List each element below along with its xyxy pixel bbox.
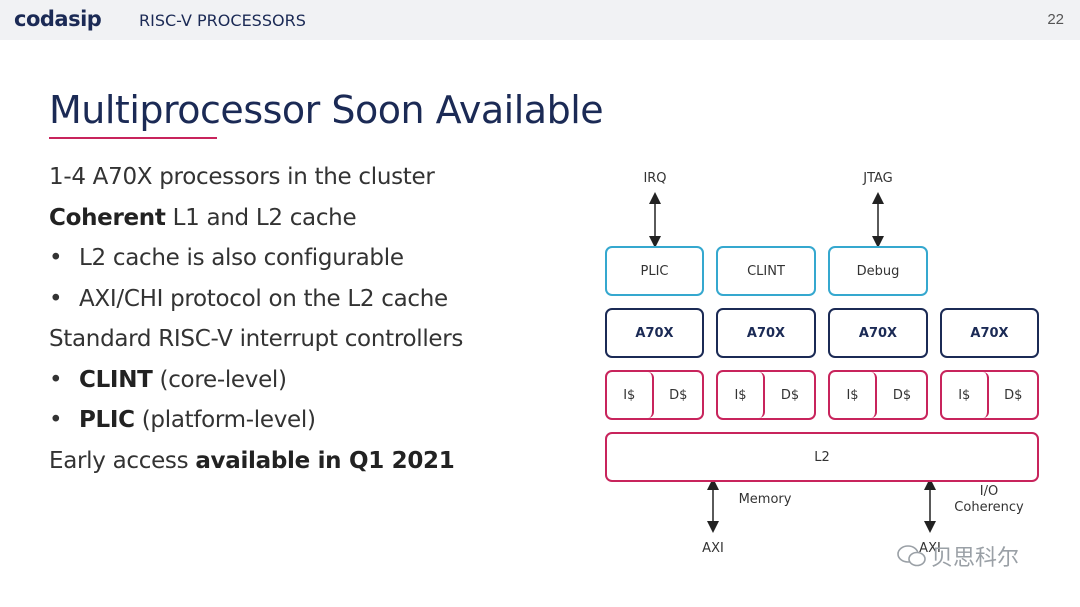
axi-right-label: AXI <box>919 541 941 556</box>
bullet-item: •CLINT (core-level) <box>49 363 589 404</box>
core-a70x-1: A70X <box>605 308 704 358</box>
icache: I$ <box>718 372 766 418</box>
header-bar: codasip RISC-V PROCESSORS 22 <box>0 0 1080 40</box>
bullet-item: •AXI/CHI protocol on the L2 cache <box>49 282 589 323</box>
l1-cache-3: I$ D$ <box>828 370 928 420</box>
io-coherency-label: I/O Coherency <box>954 484 1024 515</box>
dcache: D$ <box>892 387 912 403</box>
memory-label: Memory <box>738 492 792 507</box>
title-underline <box>49 137 217 139</box>
watermark-text: 贝思科尔 <box>931 546 1020 571</box>
product-title: RISC-V PROCESSORS <box>139 11 306 30</box>
l1-cache-1: I$ D$ <box>605 370 704 420</box>
text-line: 1-4 A70X processors in the cluster <box>49 164 435 190</box>
bullet-item: •L2 cache is also configurable <box>49 241 589 282</box>
icache: I$ <box>942 372 989 418</box>
l1-cache-4: I$ D$ <box>940 370 1039 420</box>
plic-block: PLIC <box>605 246 704 296</box>
l2-cache-block: L2 <box>605 432 1039 482</box>
dcache: D$ <box>780 387 800 403</box>
jtag-label: JTAG <box>863 171 893 186</box>
bullet-item: •PLIC (platform-level) <box>49 403 589 444</box>
chat-bubble-icon <box>897 545 926 567</box>
text-line: Coherent L1 and L2 cache <box>49 204 357 231</box>
debug-block: Debug <box>828 246 928 296</box>
dcache: D$ <box>1004 387 1023 403</box>
bullet-dot: • <box>49 245 63 271</box>
clint-block: CLINT <box>716 246 816 296</box>
axi-left-label: AXI <box>702 541 724 556</box>
core-a70x-2: A70X <box>716 308 816 358</box>
core-a70x-4: A70X <box>940 308 1039 358</box>
core-a70x-3: A70X <box>828 308 928 358</box>
text-line: Early access available in Q1 2021 <box>49 447 455 474</box>
watermark: 贝思科尔 <box>897 540 1019 572</box>
icache: I$ <box>607 372 654 418</box>
l1-cache-2: I$ D$ <box>716 370 816 420</box>
dcache: D$ <box>669 387 688 403</box>
slide-title: Multiprocessor Soon Available <box>49 88 604 132</box>
irq-label: IRQ <box>643 171 667 186</box>
bullet-list: 1-4 A70X processors in the cluster Coher… <box>49 160 589 484</box>
brand-logo: codasip <box>14 7 102 31</box>
bullet-dot: • <box>49 366 63 393</box>
bullet-dot: • <box>49 285 63 312</box>
bullet-dot: • <box>49 407 63 433</box>
text-line: Standard RISC-V interrupt controllers <box>49 326 464 352</box>
page-number: 22 <box>1047 11 1064 28</box>
icache: I$ <box>830 372 878 418</box>
